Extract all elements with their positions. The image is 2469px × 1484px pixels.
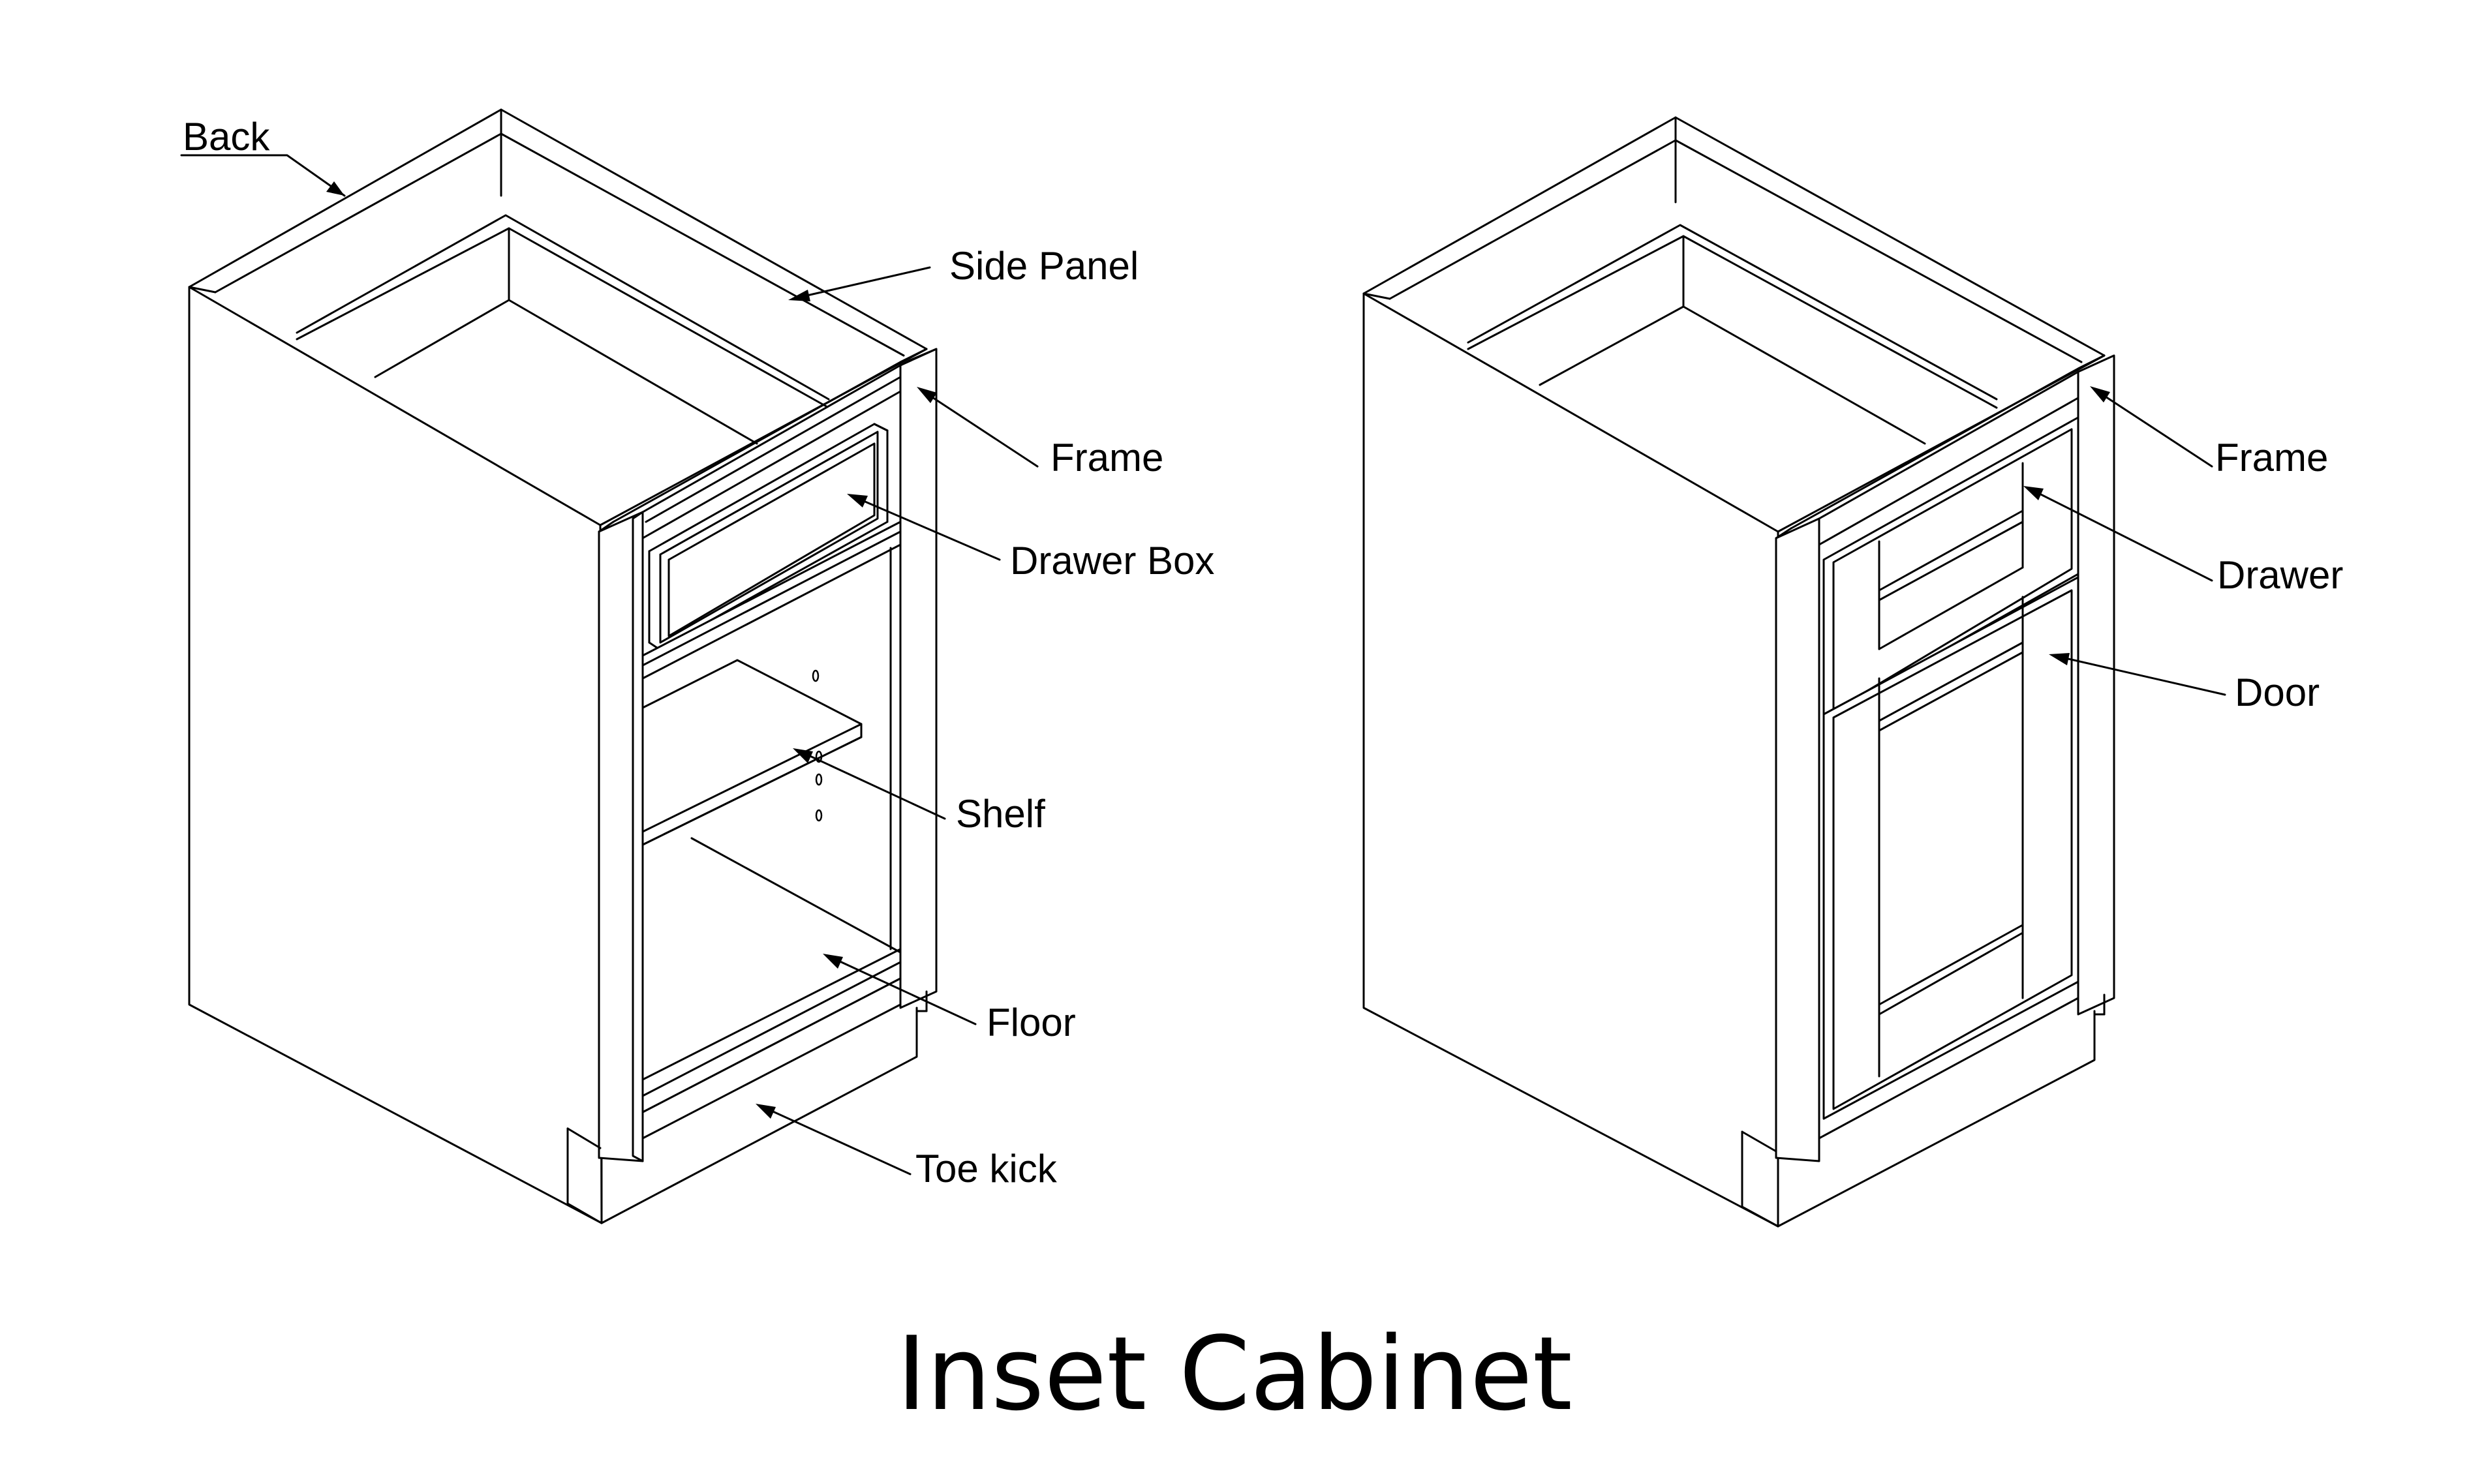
left-cabinet — [188, 108, 938, 1224]
left-toe-kick — [566, 1127, 603, 1224]
label-shelf: Shelf — [956, 792, 1045, 836]
label-toe-kick: Toe kick — [915, 1147, 1058, 1190]
label-frame-left: Frame — [1050, 436, 1163, 479]
page-title: Inset Cabinet — [897, 1314, 1572, 1433]
label-door: Door — [2235, 671, 2320, 714]
left-frame-bottom-rail — [641, 977, 902, 1140]
right-toe-kick — [1741, 1130, 1779, 1228]
label-side-panel: Side Panel — [949, 244, 1139, 288]
shelf-pin-hole — [815, 809, 823, 822]
shelf-pin-hole — [815, 750, 823, 763]
label-drawer-box: Drawer Box — [1010, 539, 1214, 583]
leader-drawer — [2027, 487, 2213, 582]
label-back: Back — [183, 115, 270, 159]
leader-back — [180, 154, 346, 197]
callout-labels: Back Side Panel Frame Drawer Box Shelf F… — [183, 115, 2343, 1190]
leader-floor — [826, 954, 977, 1025]
label-frame-right: Frame — [2215, 436, 2328, 479]
right-frame-stile-left — [1775, 517, 1820, 1162]
leader-lines — [180, 154, 2226, 1175]
left-side-inner-top — [214, 132, 905, 357]
label-floor: Floor — [987, 1001, 1076, 1044]
leader-frame-right — [2093, 388, 2213, 468]
shelf-pin-hole — [815, 773, 823, 786]
left-floor — [690, 837, 902, 954]
left-shelf — [641, 659, 863, 846]
leader-door — [2053, 654, 2226, 696]
right-frame-stile-right — [2077, 354, 2115, 1016]
shelf-pin-hole — [812, 669, 820, 682]
left-frame-stile-right — [899, 348, 938, 1009]
leader-toe-kick — [759, 1104, 912, 1175]
label-drawer: Drawer — [2217, 553, 2343, 597]
leader-drawer-box — [850, 494, 1001, 561]
leader-frame-left — [920, 389, 1039, 468]
left-side-panel — [188, 286, 603, 1224]
left-back-top — [188, 108, 928, 350]
right-cabinet — [1362, 116, 2115, 1228]
left-frame-top-rail — [641, 364, 902, 539]
leader-side-panel — [791, 266, 931, 300]
right-side-panel — [1362, 292, 1779, 1228]
left-inner-rim — [296, 214, 830, 401]
leader-shelf — [796, 749, 946, 820]
